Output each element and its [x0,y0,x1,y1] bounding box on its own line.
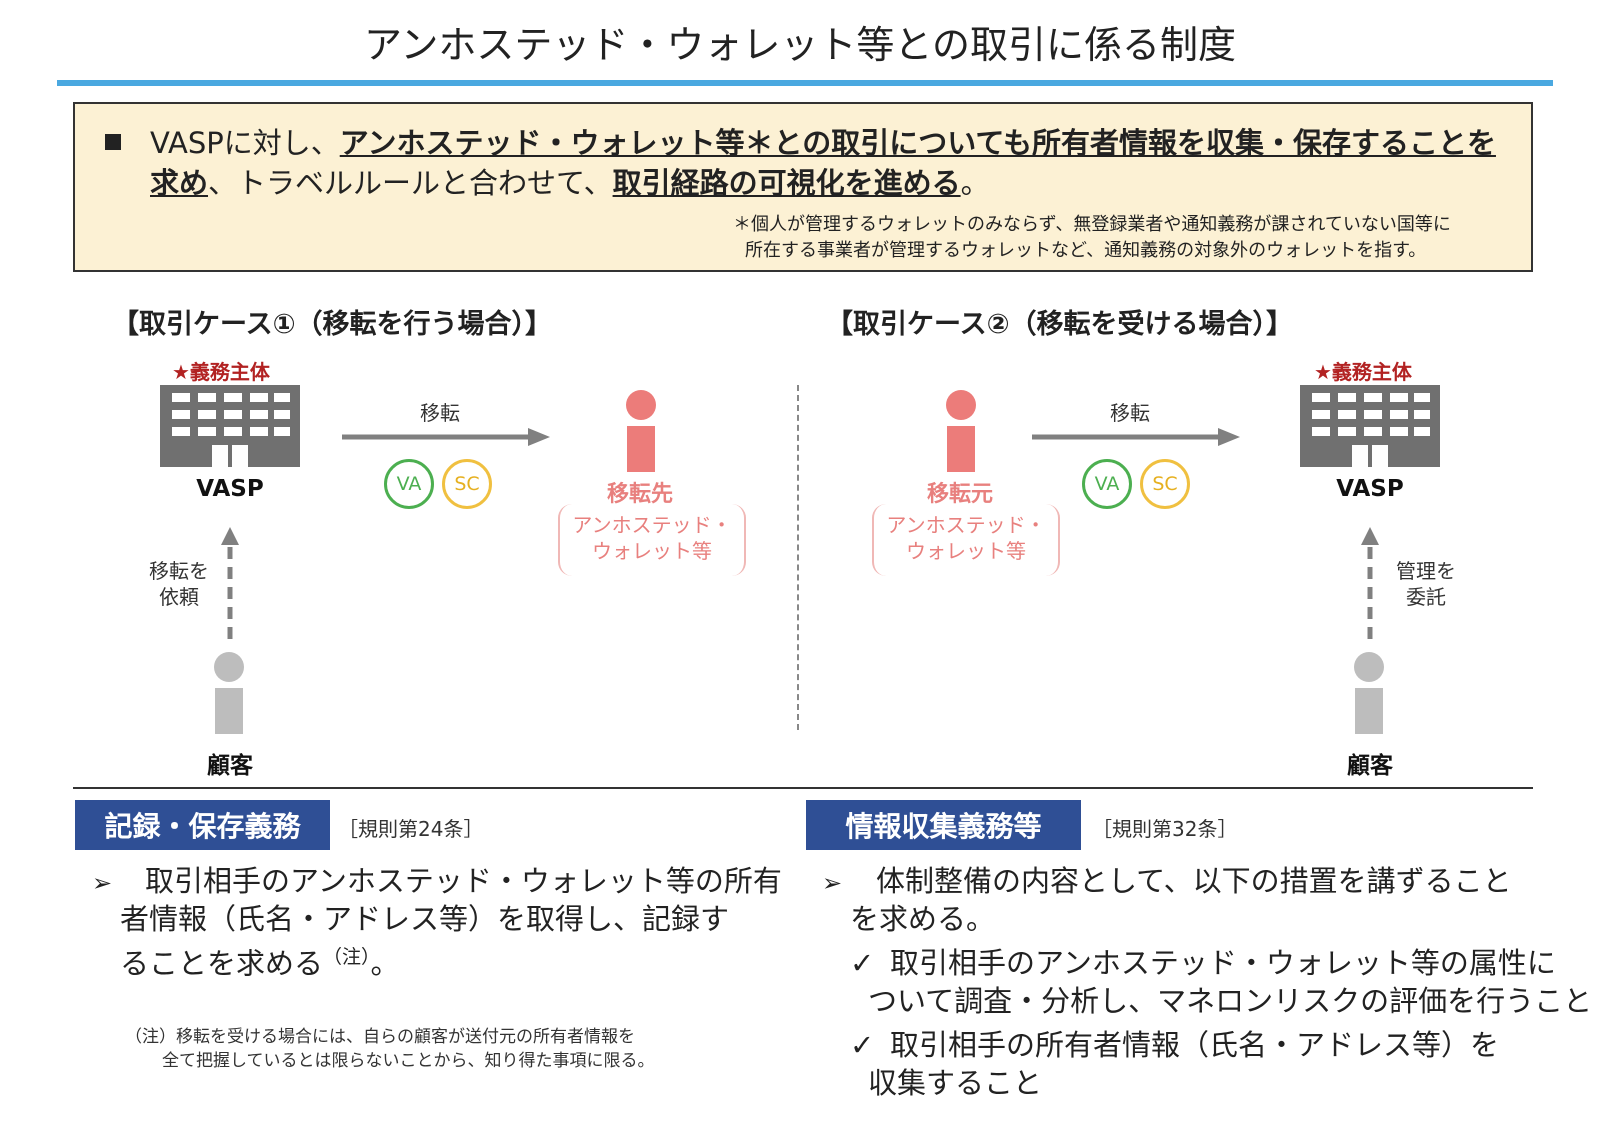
entrust-dashed-arrow-icon [1361,527,1379,647]
case2-duty-label: ★義務主体 [1314,360,1412,384]
summary-emphasis: 取引経路の可視化を進める [612,166,961,200]
record-line-3-main: ることを求める [120,946,324,981]
wallet-line-1: アンホステッド・ [886,513,1046,537]
case2-title: 【取引ケース②（移転を受ける場合）】 [826,309,1294,340]
info-line-2: を求める。 [850,902,996,936]
record-heading: 記録・保存義務 [75,800,330,850]
customer-icon [214,652,244,734]
person-icon [946,390,976,472]
person-icon [626,390,656,472]
request-line-2: 依頼 [159,585,199,609]
case1-title: 【取引ケース①（移転を行う場合）】 [112,309,553,340]
center-divider [797,385,799,730]
section-rule [73,787,1533,789]
case1-customer-label: 顧客 [207,753,253,779]
page-title: アンホステッド・ウォレット等との取引に係る制度 [363,23,1237,67]
entrust-line-2: 委託 [1406,585,1446,609]
request-dashed-arrow-icon [221,527,239,647]
case2-source-label: 移転元 [926,482,993,507]
case2-wallet-box: アンホステッド・ ウォレット等 [872,504,1060,576]
summary-note-line-1: ＊個人が管理するウォレットのみならず、無登録業者や通知義務が課されていない国等に [733,214,1451,235]
case2-arrow-label: 移転 [1110,401,1150,425]
case1-arrow-label: 移転 [420,401,460,425]
building-icon [160,385,300,467]
info-item1-line-2: ついて調査・分析し、マネロンリスクの評価を行うこと [868,984,1593,1018]
check-icon: ✓ [850,946,875,980]
info-item2-line-1: 取引相手の所有者情報（氏名・アドレス等）を [890,1028,1500,1062]
summary-emphasis: 求め [150,166,209,200]
record-line-1: 取引相手のアンホステッド・ウォレット等の所有 [145,864,782,898]
record-footnote-line-1: （注）移転を受ける場合には、自らの顧客が送付元の所有者情報を [125,1027,635,1047]
info-bullet-icon: ➢ [822,869,843,897]
title-rule [57,80,1553,86]
info-line-1: 体制整備の内容として、以下の措置を講ずること [876,864,1512,898]
wallet-line-1: アンホステッド・ [572,513,732,537]
wallet-line-2: ウォレット等 [906,539,1026,563]
info-item2-line-2: 収集すること [868,1066,1043,1100]
summary-line-2: 求め、トラベルルールと合わせて、取引経路の可視化を進める。 [150,160,990,202]
case2-entrust-label: 管理を 委託 [1384,558,1468,610]
case2-customer-label: 顧客 [1347,753,1393,779]
record-article-ref: ［規則第24条］ [338,817,484,841]
case1-destination-label: 移転先 [606,482,673,507]
info-heading: 情報収集義務等 [806,800,1081,850]
customer-icon [1354,652,1384,734]
record-line-3-end: 。 [370,946,400,981]
case1-vasp-label: VASP [196,476,264,502]
record-line-3: ることを求める（注）。 [120,938,400,983]
case1-duty-label: ★義務主体 [172,360,270,384]
bullet-square-icon [105,134,121,150]
wallet-line-2: ウォレット等 [592,539,712,563]
request-line-1: 移転を [149,559,209,583]
case2-vasp-label: VASP [1336,476,1404,502]
sc-badge: SC [442,459,492,509]
summary-emphasis: アンホステッド・ウォレット等＊との取引についても所有者情報を収集・保存することを [339,126,1496,160]
entrust-line-1: 管理を [1396,559,1456,583]
summary-line-1: VASPに対し、アンホステッド・ウォレット等＊との取引についても所有者情報を収集… [150,120,1496,162]
check-icon: ✓ [850,1028,875,1062]
va-badge: VA [1082,459,1132,509]
record-footnote-line-2: 全て把握しているとは限らないことから、知り得た事項に限る。 [162,1051,655,1071]
transfer-arrow-icon [1032,428,1240,446]
case1-wallet-box: アンホステッド・ ウォレット等 [558,504,746,576]
info-item1-line-1: 取引相手のアンホステッド・ウォレット等の属性に [890,946,1556,980]
summary-box [73,102,1533,272]
case1-request-label: 移転を 依頼 [142,558,216,610]
info-article-ref: ［規則第32条］ [1092,817,1238,841]
summary-plain-text: 、トラベルルールと合わせて、 [208,166,613,200]
record-bullet-icon: ➢ [92,869,113,897]
sc-badge: SC [1140,459,1190,509]
summary-plain-text: VASPに対し、 [150,126,340,160]
summary-note-line-2: 所在する事業者が管理するウォレットなど、通知義務の対象外のウォレットを指す。 [745,240,1427,261]
record-note-marker: （注） [323,946,371,968]
summary-plain-text: 。 [960,166,990,200]
record-line-2: 者情報（氏名・アドレス等）を取得し、記録す [120,902,730,936]
transfer-arrow-icon [342,428,550,446]
building-icon [1300,385,1440,467]
va-badge: VA [384,459,434,509]
